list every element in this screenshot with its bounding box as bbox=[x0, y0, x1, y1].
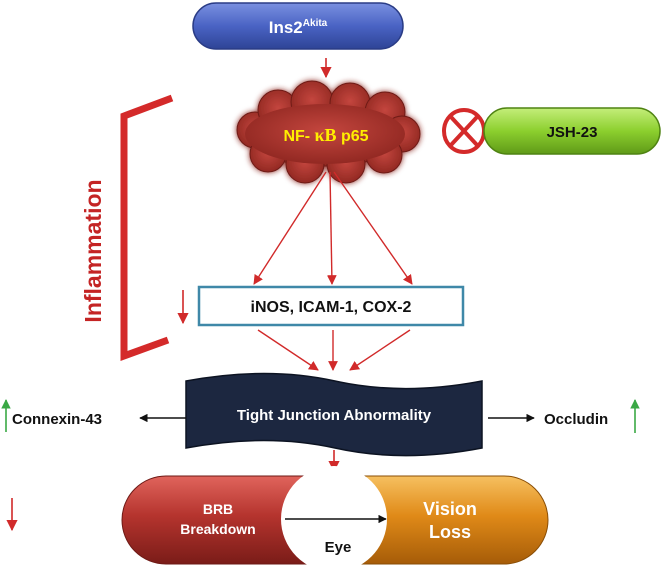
arrow-nfkb-to-mediators-center bbox=[326, 171, 337, 285]
arrow-mediators-to-tj-left bbox=[257, 329, 319, 371]
vision-node: Vision Loss bbox=[333, 475, 549, 565]
tight-junction-node: Tight Junction Abnormality bbox=[185, 372, 483, 457]
nfkb-kappa: κB bbox=[315, 125, 337, 145]
vision-label-line2: Loss bbox=[429, 522, 471, 542]
brb-label-line2: Breakdown bbox=[180, 521, 255, 537]
connexin-label: Connexin-43 bbox=[12, 411, 102, 428]
ins2-superscript: Akita bbox=[303, 18, 328, 29]
tight-junction-label: Tight Junction Abnormality bbox=[237, 407, 432, 424]
mediators-label: iNOS, ICAM-1, COX-2 bbox=[251, 299, 412, 316]
inflammation-bracket bbox=[120, 94, 174, 361]
inhibition-icon bbox=[442, 108, 486, 154]
eye-label: Eye bbox=[325, 539, 352, 556]
ins2-label: Ins2 bbox=[269, 18, 303, 37]
inflammation-label: Inflammation bbox=[80, 179, 106, 322]
eye-node: Eye bbox=[281, 466, 387, 572]
mediators-node: iNOS, ICAM-1, COX-2 bbox=[197, 285, 465, 327]
occludin-label: Occludin bbox=[544, 411, 608, 428]
svg-text:Ins2Akita: Ins2Akita bbox=[269, 18, 328, 37]
svg-text:NF- κB p65: NF- κB p65 bbox=[283, 125, 368, 145]
nfkb-node: NF- κB p65 bbox=[236, 80, 421, 184]
nfkb-suffix: p65 bbox=[337, 128, 369, 145]
vision-label-line1: Vision bbox=[423, 499, 477, 519]
brb-label-line1: BRB bbox=[203, 501, 233, 517]
jsh23-node: JSH-23 bbox=[483, 107, 661, 155]
arrow-nfkb-to-mediators-left bbox=[253, 171, 327, 285]
nfkb-prefix: NF- bbox=[283, 128, 314, 145]
arrow-nfkb-to-mediators-right bbox=[333, 171, 413, 285]
ins2-node: Ins2Akita bbox=[192, 2, 404, 50]
jsh23-label: JSH-23 bbox=[547, 124, 598, 141]
arrow-mediators-to-tj-right bbox=[349, 329, 411, 371]
